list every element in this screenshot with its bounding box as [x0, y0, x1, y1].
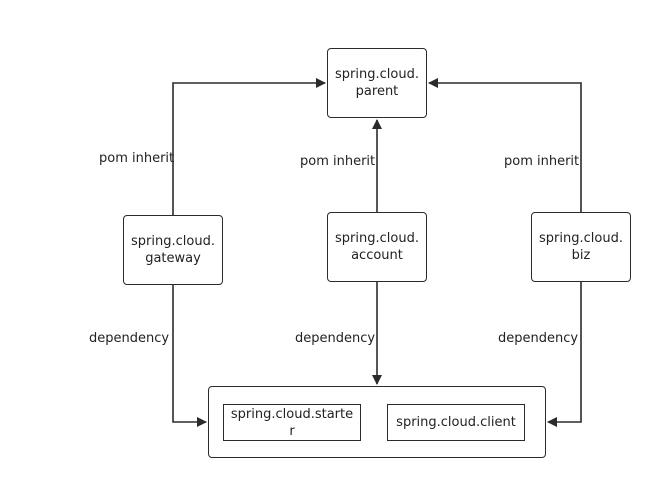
label-biz-pom-inherit: pom inherit — [504, 154, 580, 169]
node-starter: spring.cloud.starte r — [223, 404, 361, 441]
label-account-pom-inherit: pom inherit — [300, 154, 376, 169]
label-account-dependency: dependency — [295, 331, 376, 346]
node-parent-line-2: parent — [355, 84, 399, 99]
label-gateway-pom-inherit: pom inherit — [99, 151, 175, 166]
edge-biz-to-common — [547, 282, 582, 427]
node-gateway: spring.cloud. gateway — [123, 215, 223, 285]
edge-biz-to-parent — [428, 78, 582, 212]
node-gateway-line-2: gateway — [145, 251, 201, 266]
node-biz: spring.cloud. biz — [531, 212, 631, 282]
node-biz-line-1: spring.cloud. — [539, 231, 623, 246]
edge-gateway-to-parent — [172, 78, 326, 215]
node-account: spring.cloud. account — [327, 212, 427, 282]
node-client-line-1: spring.cloud.client — [396, 415, 516, 430]
node-parent: spring.cloud. parent — [327, 48, 427, 118]
node-parent-line-1: spring.cloud. — [335, 67, 419, 82]
node-starter-line-1: spring.cloud.starte — [230, 406, 354, 422]
node-account-line-1: spring.cloud. — [335, 231, 419, 246]
label-biz-dependency: dependency — [498, 331, 579, 346]
node-starter-line-2: r — [289, 423, 295, 439]
node-account-line-2: account — [351, 248, 403, 263]
label-gateway-dependency: dependency — [89, 331, 170, 346]
edge-gateway-to-common — [172, 285, 207, 427]
node-client: spring.cloud.client — [387, 404, 525, 441]
node-biz-line-2: biz — [571, 248, 591, 263]
node-gateway-line-1: spring.cloud. — [131, 234, 215, 249]
